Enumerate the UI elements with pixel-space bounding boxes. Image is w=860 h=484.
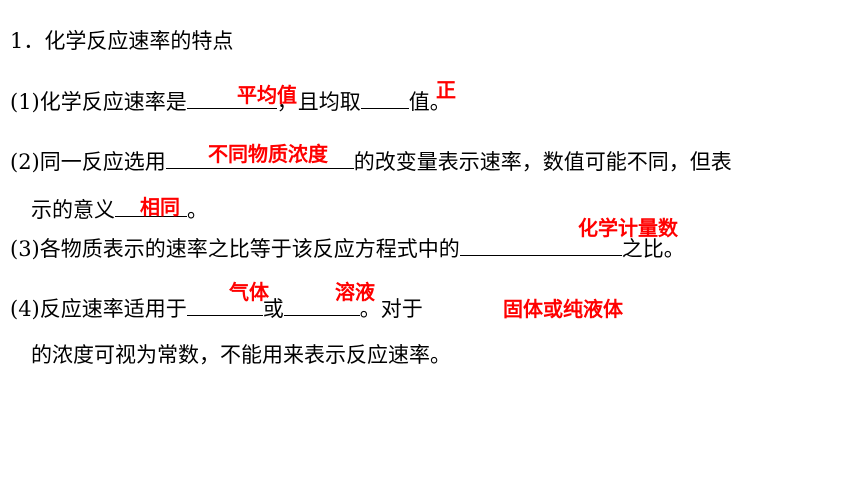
item-2-prefix: (2)同一反应选用 — [10, 150, 166, 174]
item-1-answer-2: 正 — [436, 78, 456, 102]
item-3-blank[interactable] — [459, 233, 622, 256]
item-4: (4)反应速率适用于 或 。对于 — [10, 293, 423, 324]
item-1-blank-1[interactable] — [186, 86, 277, 109]
item-4-blank-2[interactable] — [283, 293, 360, 316]
item-4-middle: 或 — [262, 297, 284, 321]
item-1-prefix: (1)化学反应速率是 — [10, 90, 187, 114]
item-1-middle: ，且均取 — [276, 90, 361, 114]
item-1: (1)化学反应速率是 ，且均取 值。 — [10, 86, 451, 117]
item-2-answer-1: 不同物质浓度 — [208, 142, 328, 166]
section-heading: 1．化学反应速率的特点 — [10, 29, 234, 53]
item-4-answer-1: 气体 — [229, 280, 269, 304]
item-4-line-2: 的浓度可视为常数，不能用来表示反应速率。 — [31, 343, 451, 367]
item-3: (3)各物质表示的速率之比等于该反应方程式中的 之比。 — [10, 233, 685, 264]
item-4-prefix: (4)反应速率适用于 — [10, 297, 187, 321]
item-4-blank-1[interactable] — [186, 293, 263, 316]
item-2-blank-2[interactable] — [115, 194, 187, 217]
item-1-answer-1: 平均值 — [237, 83, 297, 107]
item-3-answer: 化学计量数 — [578, 216, 678, 240]
item-4-answer-2: 溶液 — [335, 280, 375, 304]
item-2-suffix: 的改变量表示速率，数值可能不同，但表 — [353, 150, 732, 174]
item-2-line-2-suffix: 。 — [187, 198, 208, 222]
item-3-prefix: (3)各物质表示的速率之比等于该反应方程式中的 — [10, 237, 460, 261]
item-2: (2)同一反应选用 的改变量表示速率，数值可能不同，但表 — [10, 146, 732, 177]
item-4-answer-3: 固体或纯液体 — [503, 297, 623, 321]
item-1-blank-2[interactable] — [360, 86, 409, 109]
item-2-blank-1[interactable] — [165, 146, 354, 169]
item-3-suffix: 之比。 — [621, 237, 685, 261]
item-1-suffix: 值。 — [408, 90, 451, 114]
item-2-answer-2: 相同 — [140, 195, 180, 219]
item-2-line-2-prefix: 示的意义 — [31, 198, 115, 222]
item-2-line-2: 示的意义 。 — [31, 194, 208, 225]
item-4-suffix: 。对于 — [359, 297, 423, 321]
